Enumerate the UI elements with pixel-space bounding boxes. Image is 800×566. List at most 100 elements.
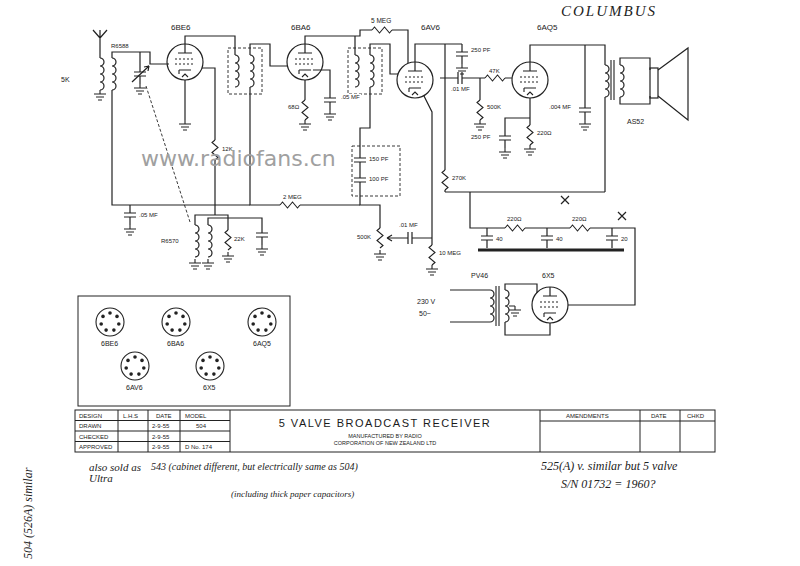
title-block-cell: AMENDMENTS	[565, 413, 610, 419]
component-value: 220Ω	[571, 216, 588, 222]
wiring-part	[93, 30, 107, 58]
resistor-symbol-part	[372, 27, 392, 33]
valve-base-name: 6X5	[202, 384, 216, 391]
title-block-cell: MODEL	[184, 413, 207, 419]
title-block-part	[75, 410, 230, 452]
component-value: R6570	[160, 238, 180, 244]
capacitor-symbol-part	[324, 90, 336, 110]
wiring-part	[470, 192, 635, 305]
title-block	[75, 410, 715, 452]
valve-symbol-part	[167, 44, 203, 80]
title-block-cell: CHECKED	[78, 434, 109, 440]
coil-symbol-part	[235, 55, 239, 87]
wiring-part	[420, 96, 432, 245]
wiring-part	[250, 44, 288, 66]
component-value: 40	[495, 236, 504, 242]
coil-symbol-part	[208, 225, 212, 257]
coil-symbol-part	[250, 55, 254, 87]
resistor-symbol-part	[527, 125, 533, 145]
wiring-part	[132, 66, 149, 82]
speaker-symbol-part	[658, 48, 688, 120]
capacitor-symbol-part	[541, 228, 553, 248]
valve-base-name: 6AQ5	[252, 340, 272, 347]
component-value: .01 MF	[450, 86, 471, 92]
wiring-part	[505, 284, 550, 335]
resistor-symbol-part	[477, 100, 483, 120]
capacitor-symbol-part	[606, 228, 618, 248]
ground-symbol-part	[524, 145, 536, 155]
component-value: 20	[620, 236, 629, 242]
ground-symbol-part	[134, 84, 146, 94]
ground-symbol-part	[474, 120, 486, 130]
coil-symbol-part	[100, 58, 104, 90]
capacitor-symbol-part	[456, 44, 468, 64]
valve-base-panel-part	[196, 352, 224, 380]
coil-symbol-part	[112, 58, 116, 90]
title-block-cell: D No. 174	[184, 444, 213, 450]
coil-symbol-part	[355, 55, 359, 87]
filter-can	[478, 250, 624, 251]
valve-symbol-part	[397, 62, 433, 98]
ground-symbol-part	[222, 252, 234, 262]
valve-base-panel	[78, 296, 290, 406]
valve-symbol-part	[287, 44, 323, 80]
title-block-cell: DATE	[650, 413, 668, 419]
title-block-cell: 2-9-55	[151, 423, 170, 429]
title-block-cell: L.H.S	[122, 413, 139, 419]
handwritten-note: 525(A) v. similar but 5 valve	[540, 460, 678, 472]
title-block-cell: 504	[195, 423, 207, 429]
wiring-part	[505, 98, 530, 128]
ground-symbol-part	[374, 250, 386, 260]
wiring-part	[184, 80, 185, 120]
component-value: 250 PF	[470, 134, 491, 140]
coil-symbol-part	[505, 290, 509, 322]
speaker-symbol	[650, 48, 688, 120]
wiring-part	[387, 235, 400, 241]
coil-symbol	[100, 55, 624, 322]
valve-base-name: 6BA6	[166, 340, 185, 347]
transformer-core	[496, 60, 614, 326]
title-block-cell: CHKD	[686, 413, 705, 419]
screening-box	[146, 48, 400, 222]
title-block-cell: DATE	[155, 413, 173, 419]
component-value: 2 MEG	[282, 194, 303, 200]
valve-base-panel-part	[78, 296, 290, 406]
capacitor-symbol-part	[124, 205, 136, 225]
capacitor-symbol-part	[579, 100, 591, 120]
component-value: 270K	[451, 175, 467, 181]
component-value: 230 V	[416, 298, 436, 305]
speaker-symbol-part	[650, 68, 658, 98]
title-block-cell: DRAWN	[78, 423, 102, 429]
wiring	[93, 30, 650, 335]
component-value: 47K	[488, 68, 501, 74]
component-value: 250 PF	[470, 47, 491, 53]
coil-symbol-part	[370, 55, 374, 87]
resistor-symbol-part	[429, 245, 435, 265]
ground-symbol-part	[499, 148, 511, 158]
wiring-part	[440, 78, 512, 100]
ground-symbol-part	[299, 120, 311, 130]
wiring-part	[305, 70, 330, 100]
component-value: 5K	[60, 76, 71, 83]
valve-symbol	[167, 44, 568, 323]
coil-symbol-part	[490, 290, 494, 322]
handwritten-note: S/N 01732 = 1960?	[560, 478, 656, 490]
ground-symbol-part	[189, 259, 201, 269]
resistor-symbol-part	[442, 170, 448, 190]
valve-base-panel-part	[248, 308, 276, 336]
wiring-part	[450, 290, 490, 322]
component-value: 150 PF	[368, 156, 389, 162]
valve-base-name: 6AV6	[125, 384, 144, 391]
component-value: AS52	[626, 118, 645, 125]
component-value: 6X5	[541, 272, 555, 279]
capacitor-symbol-part	[400, 232, 420, 244]
component-value: 220Ω	[536, 130, 553, 136]
wiring-part	[250, 87, 360, 205]
capacitor-symbol-part	[354, 150, 366, 170]
resistor-symbol-part	[302, 100, 308, 120]
ground-symbol-part	[124, 225, 136, 235]
capacitor-symbol-part	[354, 170, 366, 190]
